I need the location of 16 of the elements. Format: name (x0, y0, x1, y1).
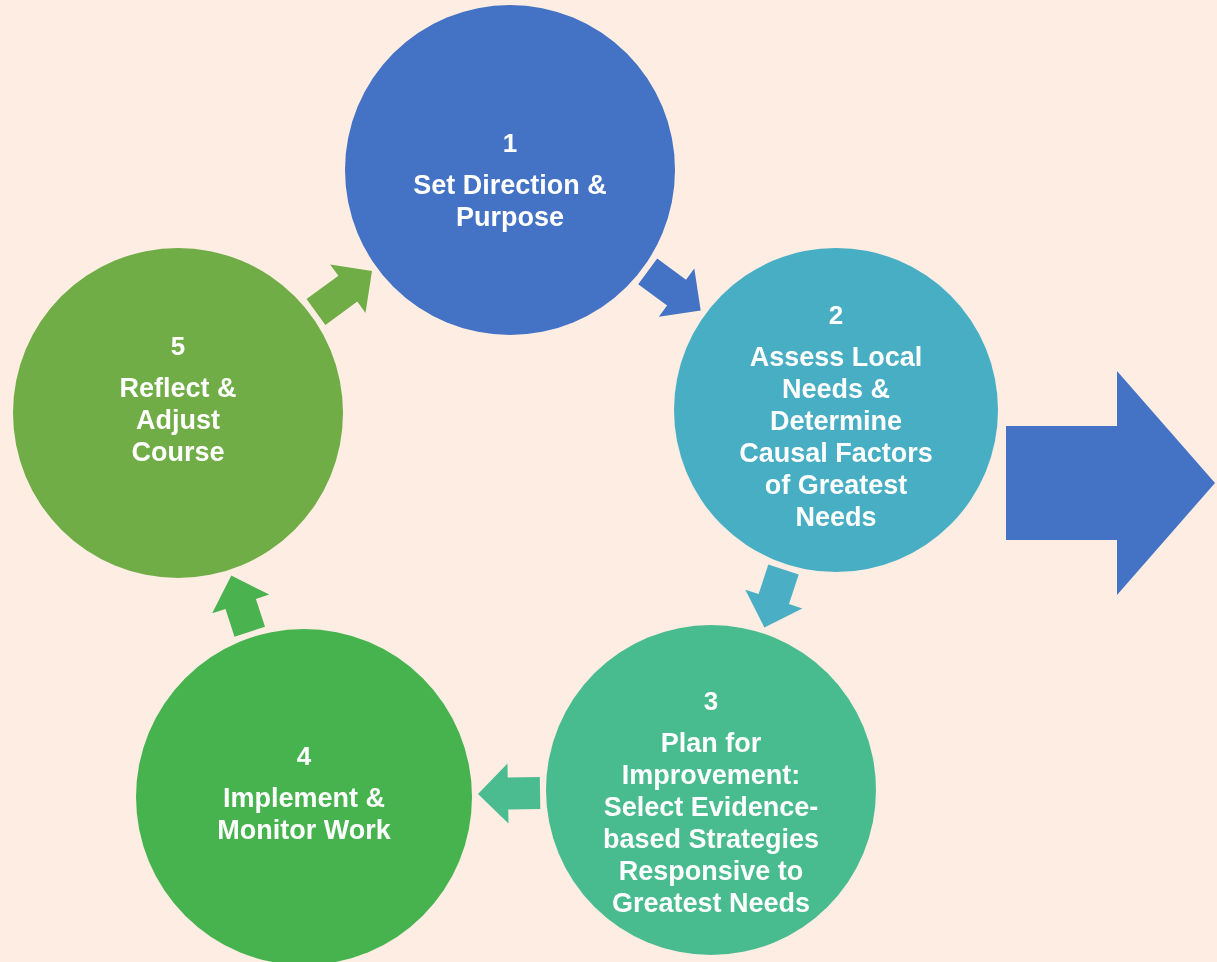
step-label: Set Direction & Purpose (412, 169, 608, 233)
block-arrow (1006, 371, 1215, 595)
block-arrow (306, 264, 372, 325)
step-label: Plan for Improvement: Select Evidence-based Strategies Responsive to Greatest Needs (601, 727, 821, 919)
block-arrow (212, 575, 270, 637)
block-arrow (478, 763, 541, 824)
block-arrow (638, 258, 701, 317)
step-number: 1 (502, 127, 518, 159)
block-arrow (745, 564, 803, 628)
step-number: 2 (828, 299, 844, 331)
step-number: 3 (703, 685, 719, 717)
step-number: 4 (296, 740, 312, 772)
step-label: Implement & Monitor Work (216, 782, 392, 846)
step-number: 5 (170, 330, 186, 362)
step-label: Reflect & Adjust Course (118, 372, 238, 468)
step-label: Assess Local Needs & Determine Causal Factors of Greatest Needs (738, 341, 934, 533)
